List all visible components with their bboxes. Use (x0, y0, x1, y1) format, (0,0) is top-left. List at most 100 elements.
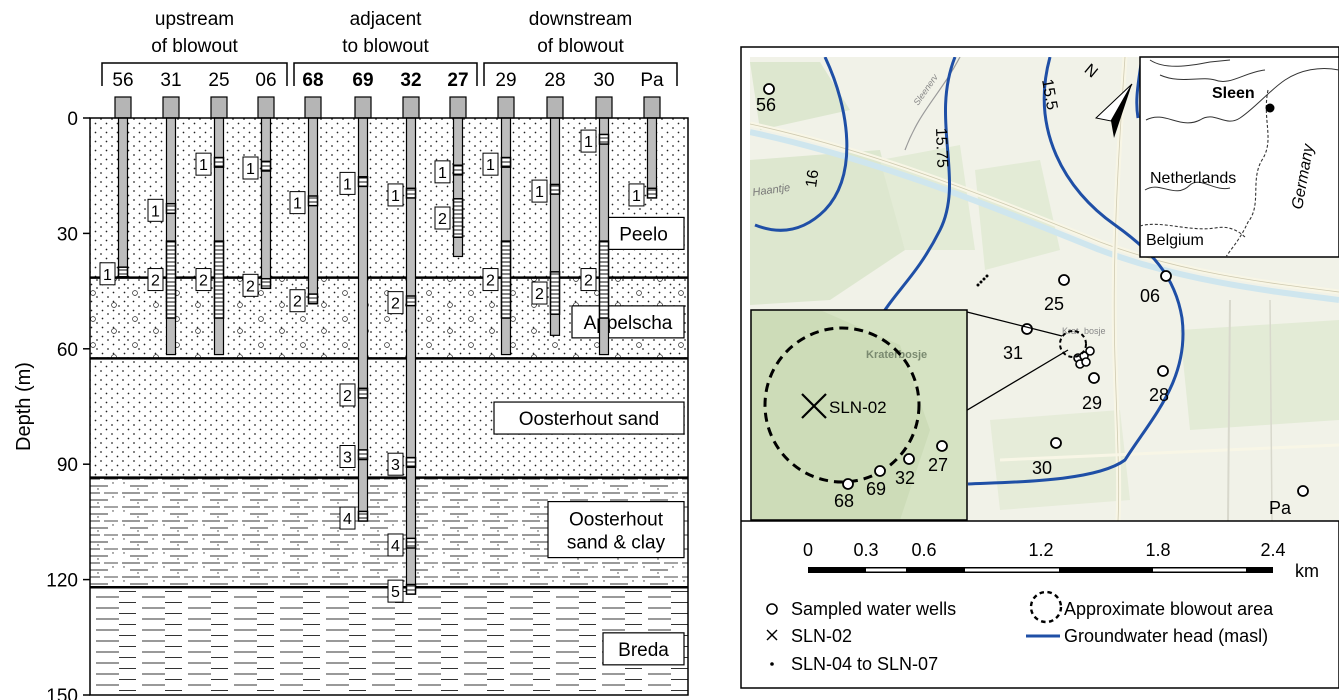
scale-tick: 2.4 (1260, 540, 1285, 560)
map-well-label: Pa (1269, 498, 1292, 518)
screen-label-box (289, 289, 306, 313)
locator-sleen: Sleen (1212, 85, 1255, 102)
screen-label: 1 (535, 184, 544, 201)
screen-label-box (628, 183, 645, 207)
well-label: Pa (640, 70, 664, 91)
screen-label-box (339, 506, 356, 530)
map-well-marker (1157, 365, 1169, 377)
road-edge (1113, 57, 1126, 521)
well-screen (598, 133, 610, 145)
well-screen (500, 240, 512, 319)
well-casing (598, 117, 610, 356)
map-well-label: 31 (1003, 343, 1023, 363)
scale-tick: 1.8 (1145, 540, 1170, 560)
screen-label-box (434, 206, 451, 230)
well-head (402, 96, 420, 119)
well-screen (452, 198, 464, 238)
screen-label: 1 (199, 157, 208, 174)
well-30: 12 (580, 96, 613, 356)
well-label: 32 (400, 70, 421, 91)
well-25: 12 (195, 96, 228, 356)
scale-tick: 0 (803, 540, 813, 560)
legend-blowout: Approximate blowout area (1064, 599, 1274, 619)
well-screen (165, 240, 177, 319)
well-screen (500, 156, 512, 168)
well-casing (213, 117, 225, 356)
field-area (990, 410, 1130, 510)
well-casing (500, 117, 512, 356)
screen-label-box (289, 191, 306, 215)
well-screen (405, 537, 417, 549)
site-map: Haantje Krat bosje Sleenerv 16 15.75 15.… (740, 46, 1339, 689)
group-label: upstream (155, 9, 234, 30)
well-screen (260, 160, 272, 172)
map-well-marker (763, 83, 775, 95)
screen-label: 2 (584, 273, 593, 290)
field-area (750, 62, 850, 130)
well-label: 69 (352, 70, 373, 91)
map-well-marker (1160, 270, 1172, 282)
well-head (449, 96, 467, 119)
legend-well-symbol (766, 603, 778, 615)
map-well-label: 30 (1032, 458, 1052, 478)
section-frame (89, 117, 689, 696)
map-well-marker (1021, 323, 1033, 335)
screen-label-box (99, 262, 116, 286)
well-casing (646, 117, 658, 196)
sleen-location-marker (1265, 103, 1275, 113)
screen-label-box (339, 383, 356, 407)
place-label-bosje: bosje (1084, 326, 1106, 336)
screen-label-box (195, 152, 212, 176)
group-bracket (483, 62, 678, 86)
well-screen (549, 183, 561, 195)
screen-label: 4 (343, 511, 352, 528)
screen-label-box (482, 268, 499, 292)
screen-label: 2 (293, 294, 302, 311)
legend-wells: Sampled water wells (791, 599, 956, 619)
side-road (904, 57, 961, 151)
screen-label-box (531, 281, 548, 305)
screen-label-box (387, 533, 404, 557)
screen-label: 1 (103, 267, 112, 284)
well-label: 06 (255, 70, 276, 91)
well-screen (307, 293, 319, 305)
formation-label: Breda (618, 640, 669, 661)
scale-tick: 1.2 (1028, 540, 1053, 560)
formation-label-box (493, 401, 685, 435)
well-screen (357, 510, 369, 522)
screen-label: 2 (486, 273, 495, 290)
screen-label: 1 (293, 196, 302, 213)
group-bracket (293, 62, 478, 86)
screen-label-box (387, 291, 404, 315)
contour-label-16: 16 (803, 168, 822, 188)
screen-label: 2 (391, 296, 400, 313)
field-area (750, 150, 905, 305)
map-well-marker (1088, 372, 1100, 384)
inset-well-marker (903, 453, 915, 465)
screen-label: 2 (343, 388, 352, 405)
well-screen (452, 164, 464, 176)
map-well-label: 56 (756, 95, 776, 115)
inset-place-label: Kraterbosje (866, 349, 927, 361)
well-head (257, 96, 275, 119)
map-canvas: Haantje Krat bosje Sleenerv 16 15.75 15.… (750, 57, 1339, 521)
screen-label-box (242, 273, 259, 297)
well-screen (213, 240, 225, 319)
well-label: 27 (447, 70, 468, 91)
screen-label-box (147, 198, 164, 222)
locator-map: Sleen Netherlands Belgium Germany (1139, 56, 1339, 258)
well-head (354, 96, 372, 119)
well-28: 12 (531, 96, 564, 336)
legend-sln04: SLN-04 to SLN-07 (791, 654, 938, 674)
field-area (1180, 320, 1339, 430)
well-Pa: 1 (628, 96, 661, 207)
map-well-marker (1058, 274, 1070, 286)
screen-label: 1 (438, 165, 447, 182)
canal (750, 129, 1339, 303)
well-head (162, 96, 180, 119)
inset-well-label: 32 (895, 468, 915, 488)
well-screen (598, 240, 610, 319)
screen-label: 1 (486, 157, 495, 174)
screen-label-box (531, 179, 548, 203)
